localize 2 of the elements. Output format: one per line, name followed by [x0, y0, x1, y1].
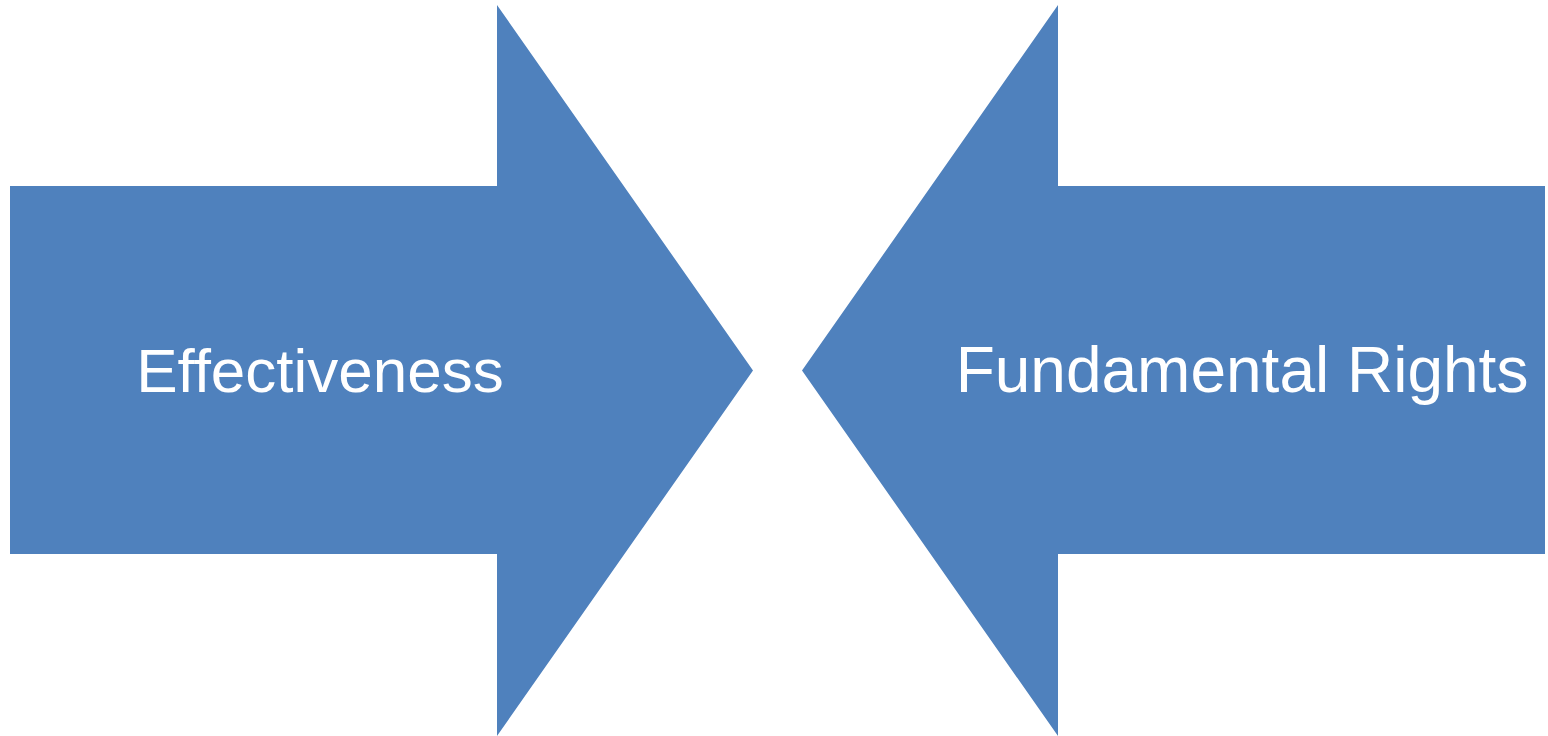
arrow-label: Effectiveness: [136, 334, 504, 407]
arrow-label: Fundamental Rights: [955, 333, 1529, 408]
